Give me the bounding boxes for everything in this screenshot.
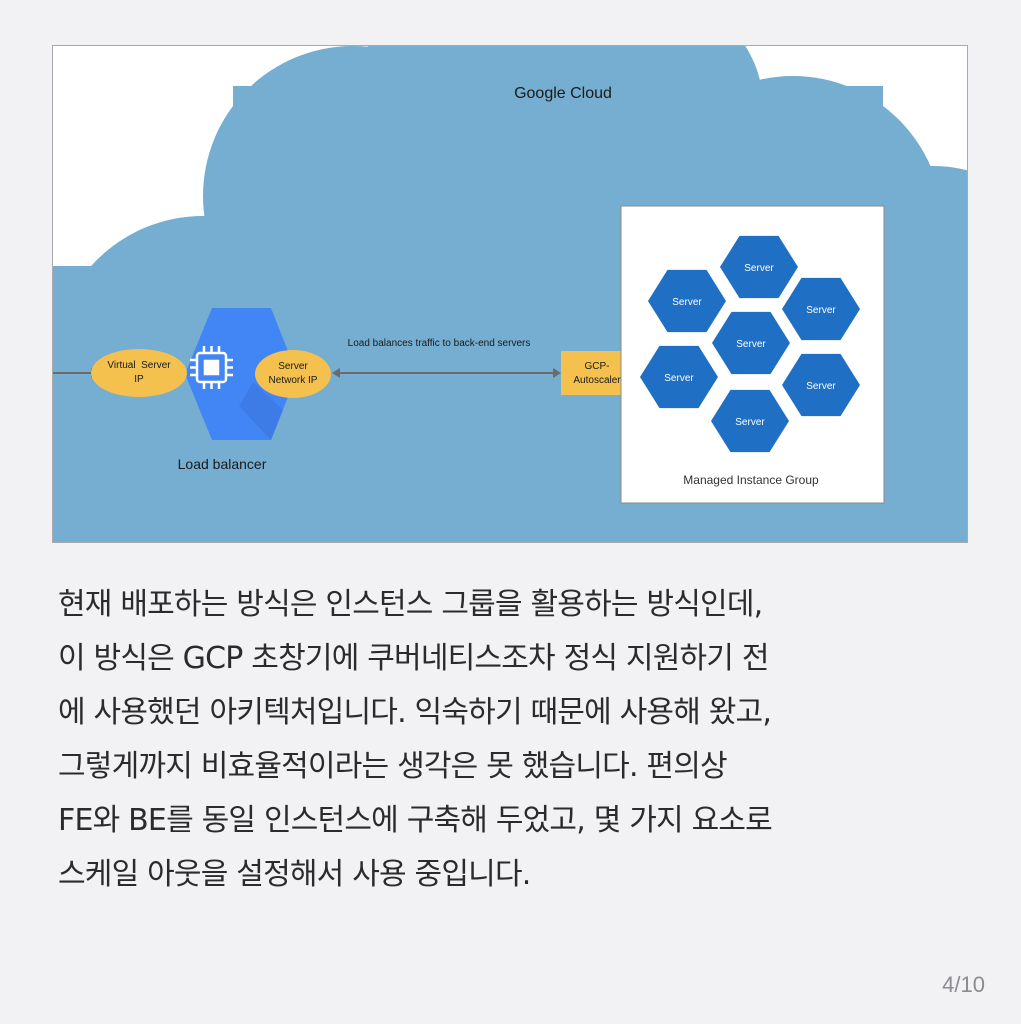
caption-line: 스케일 아웃을 설정해서 사용 중입니다. bbox=[58, 857, 531, 892]
caption-line: 현재 배포하는 방식은 인스턴스 그룹을 활용하는 방식인데, bbox=[58, 587, 763, 622]
server-network-ip-ellipse bbox=[255, 350, 331, 398]
virtual-server-ip-ellipse bbox=[91, 349, 187, 397]
server-network-ip-line2: Network IP bbox=[269, 375, 318, 386]
caption-line: 이 방식은 GCP 초창기에 쿠버네티스조차 정식 지원하기 전 bbox=[58, 641, 769, 676]
caption-text: 현재 배포하는 방식은 인스턴스 그룹을 활용하는 방식인데, 이 방식은 GC… bbox=[58, 578, 958, 902]
server-hexagon bbox=[782, 277, 860, 341]
chip-icon bbox=[190, 346, 233, 389]
server-label: Server bbox=[735, 417, 765, 428]
traffic-arrowhead-right bbox=[553, 368, 561, 378]
server-label: Server bbox=[744, 263, 774, 274]
server-hexagon bbox=[720, 235, 798, 299]
architecture-diagram: Google Cloud Virtual Server IP Server Ne… bbox=[52, 45, 968, 543]
load-balancer-label: Load balancer bbox=[178, 456, 267, 472]
server-label: Server bbox=[806, 381, 836, 392]
caption-line: FE와 BE를 동일 인스턴스에 구축해 두었고, 몇 가지 요소로 bbox=[58, 803, 773, 838]
cloud-title: Google Cloud bbox=[514, 85, 612, 102]
caption-line: 그렇게까지 비효율적이라는 생각은 못 했습니다. 편의상 bbox=[58, 749, 728, 784]
server-hexagon bbox=[712, 311, 790, 375]
traffic-label: Load balances traffic to back-end server… bbox=[348, 338, 531, 349]
managed-instance-group-label: Managed Instance Group bbox=[683, 473, 819, 487]
server-label: Server bbox=[672, 297, 702, 308]
server-network-ip-line1: Server bbox=[278, 361, 308, 372]
server-label: Server bbox=[736, 339, 766, 350]
server-label: Server bbox=[806, 305, 836, 316]
page-indicator: 4/10 bbox=[942, 972, 985, 997]
virtual-server-ip-line2: IP bbox=[134, 374, 144, 385]
server-hexagon bbox=[648, 269, 726, 333]
traffic-arrowhead-left bbox=[332, 368, 340, 378]
server-hexagons: ServerServerServerServerServerServerServ… bbox=[640, 235, 860, 453]
virtual-server-ip-line1: Virtual Server bbox=[107, 360, 171, 371]
load-balancer-shadow bbox=[239, 382, 283, 440]
server-hexagon bbox=[782, 353, 860, 417]
gcp-autoscaler-line1: GCP- bbox=[585, 361, 610, 372]
server-label: Server bbox=[664, 373, 694, 384]
gcp-autoscaler-line2: Autoscaler bbox=[573, 375, 621, 386]
server-hexagon bbox=[711, 389, 789, 453]
caption-line: 에 사용했던 아키텍처입니다. 익숙하기 때문에 사용해 왔고, bbox=[58, 695, 772, 730]
server-hexagon bbox=[640, 345, 718, 409]
